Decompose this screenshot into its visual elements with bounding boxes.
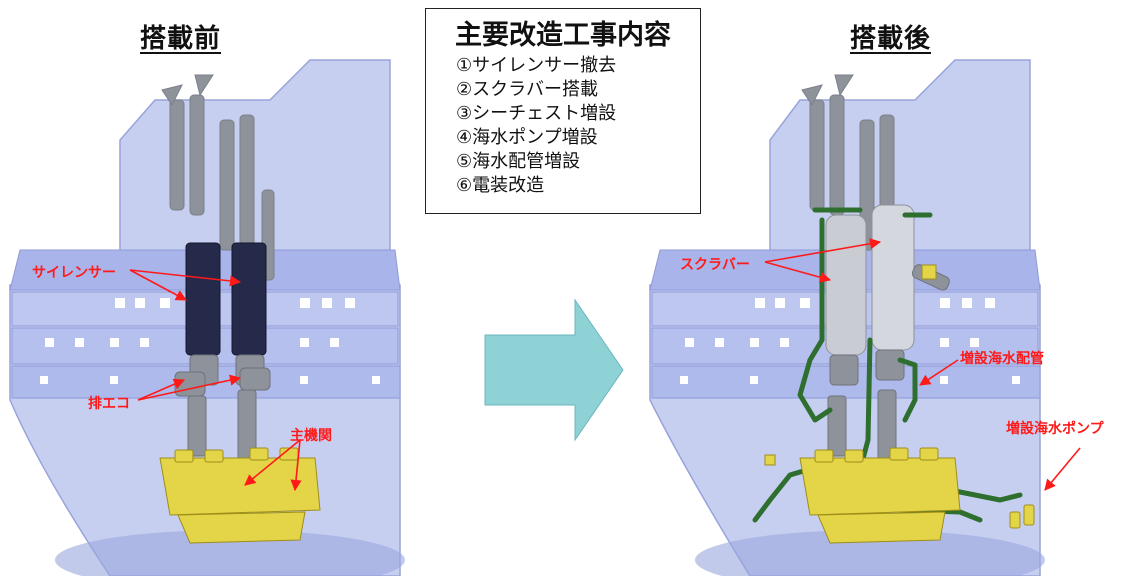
modifications-box: 主要改造工事内容 ①サイレンサー撤去 ②スクラバー搭載 ③シーチェスト増設 ④海… [425, 8, 701, 214]
title-before: 搭載前 [140, 24, 222, 54]
label-silencer: サイレンサー [32, 265, 116, 281]
silencer-left-before [185, 242, 221, 356]
exhaust-eco-after [827, 349, 905, 461]
exhaust-stack-before [161, 74, 275, 281]
main-engine-before [159, 447, 321, 544]
label-seawater-pump: 増設海水ポンプ [1006, 421, 1104, 437]
transition-arrow [484, 298, 624, 442]
scrubber-right-after [871, 204, 915, 351]
modifications-heading: 主要改造工事内容 [455, 20, 671, 51]
title-after: 搭載後 [850, 24, 932, 54]
bottom-shadow-before [55, 530, 405, 576]
scrubber-tank-after [921, 264, 937, 280]
silencer-right-before [231, 242, 267, 356]
label-main-engine: 主機関 [290, 428, 332, 444]
label-exhaust-eco: 排エコ [88, 396, 130, 412]
scrubber-left-after [825, 214, 867, 356]
modification-item: ⑥電装改造 [456, 175, 545, 196]
main-engine-after [799, 447, 961, 544]
windows-before [40, 298, 380, 384]
ship-before [9, 59, 405, 576]
seawater-pump-after [764, 454, 1035, 529]
label-scrubber: スクラバー [680, 257, 750, 273]
modifications-list: ①サイレンサー撤去 ②スクラバー搭載 ③シーチェスト増設 ④海水ポンプ増設 ⑤海… [426, 54, 700, 198]
ship-after [649, 59, 1045, 576]
modification-item: ⑤海水配管増設 [456, 151, 581, 172]
modification-item: ③シーチェスト増設 [456, 103, 617, 124]
label-seawater-piping: 増設海水配管 [960, 351, 1044, 367]
modification-item: ②スクラバー搭載 [456, 79, 598, 100]
windows-after [680, 298, 1020, 384]
exhaust-eco-before [174, 354, 271, 461]
bottom-shadow-after [695, 530, 1045, 576]
callout-arrows [129, 238, 1081, 492]
modification-item: ④海水ポンプ増設 [456, 127, 598, 148]
modification-item: ①サイレンサー撤去 [456, 55, 617, 76]
